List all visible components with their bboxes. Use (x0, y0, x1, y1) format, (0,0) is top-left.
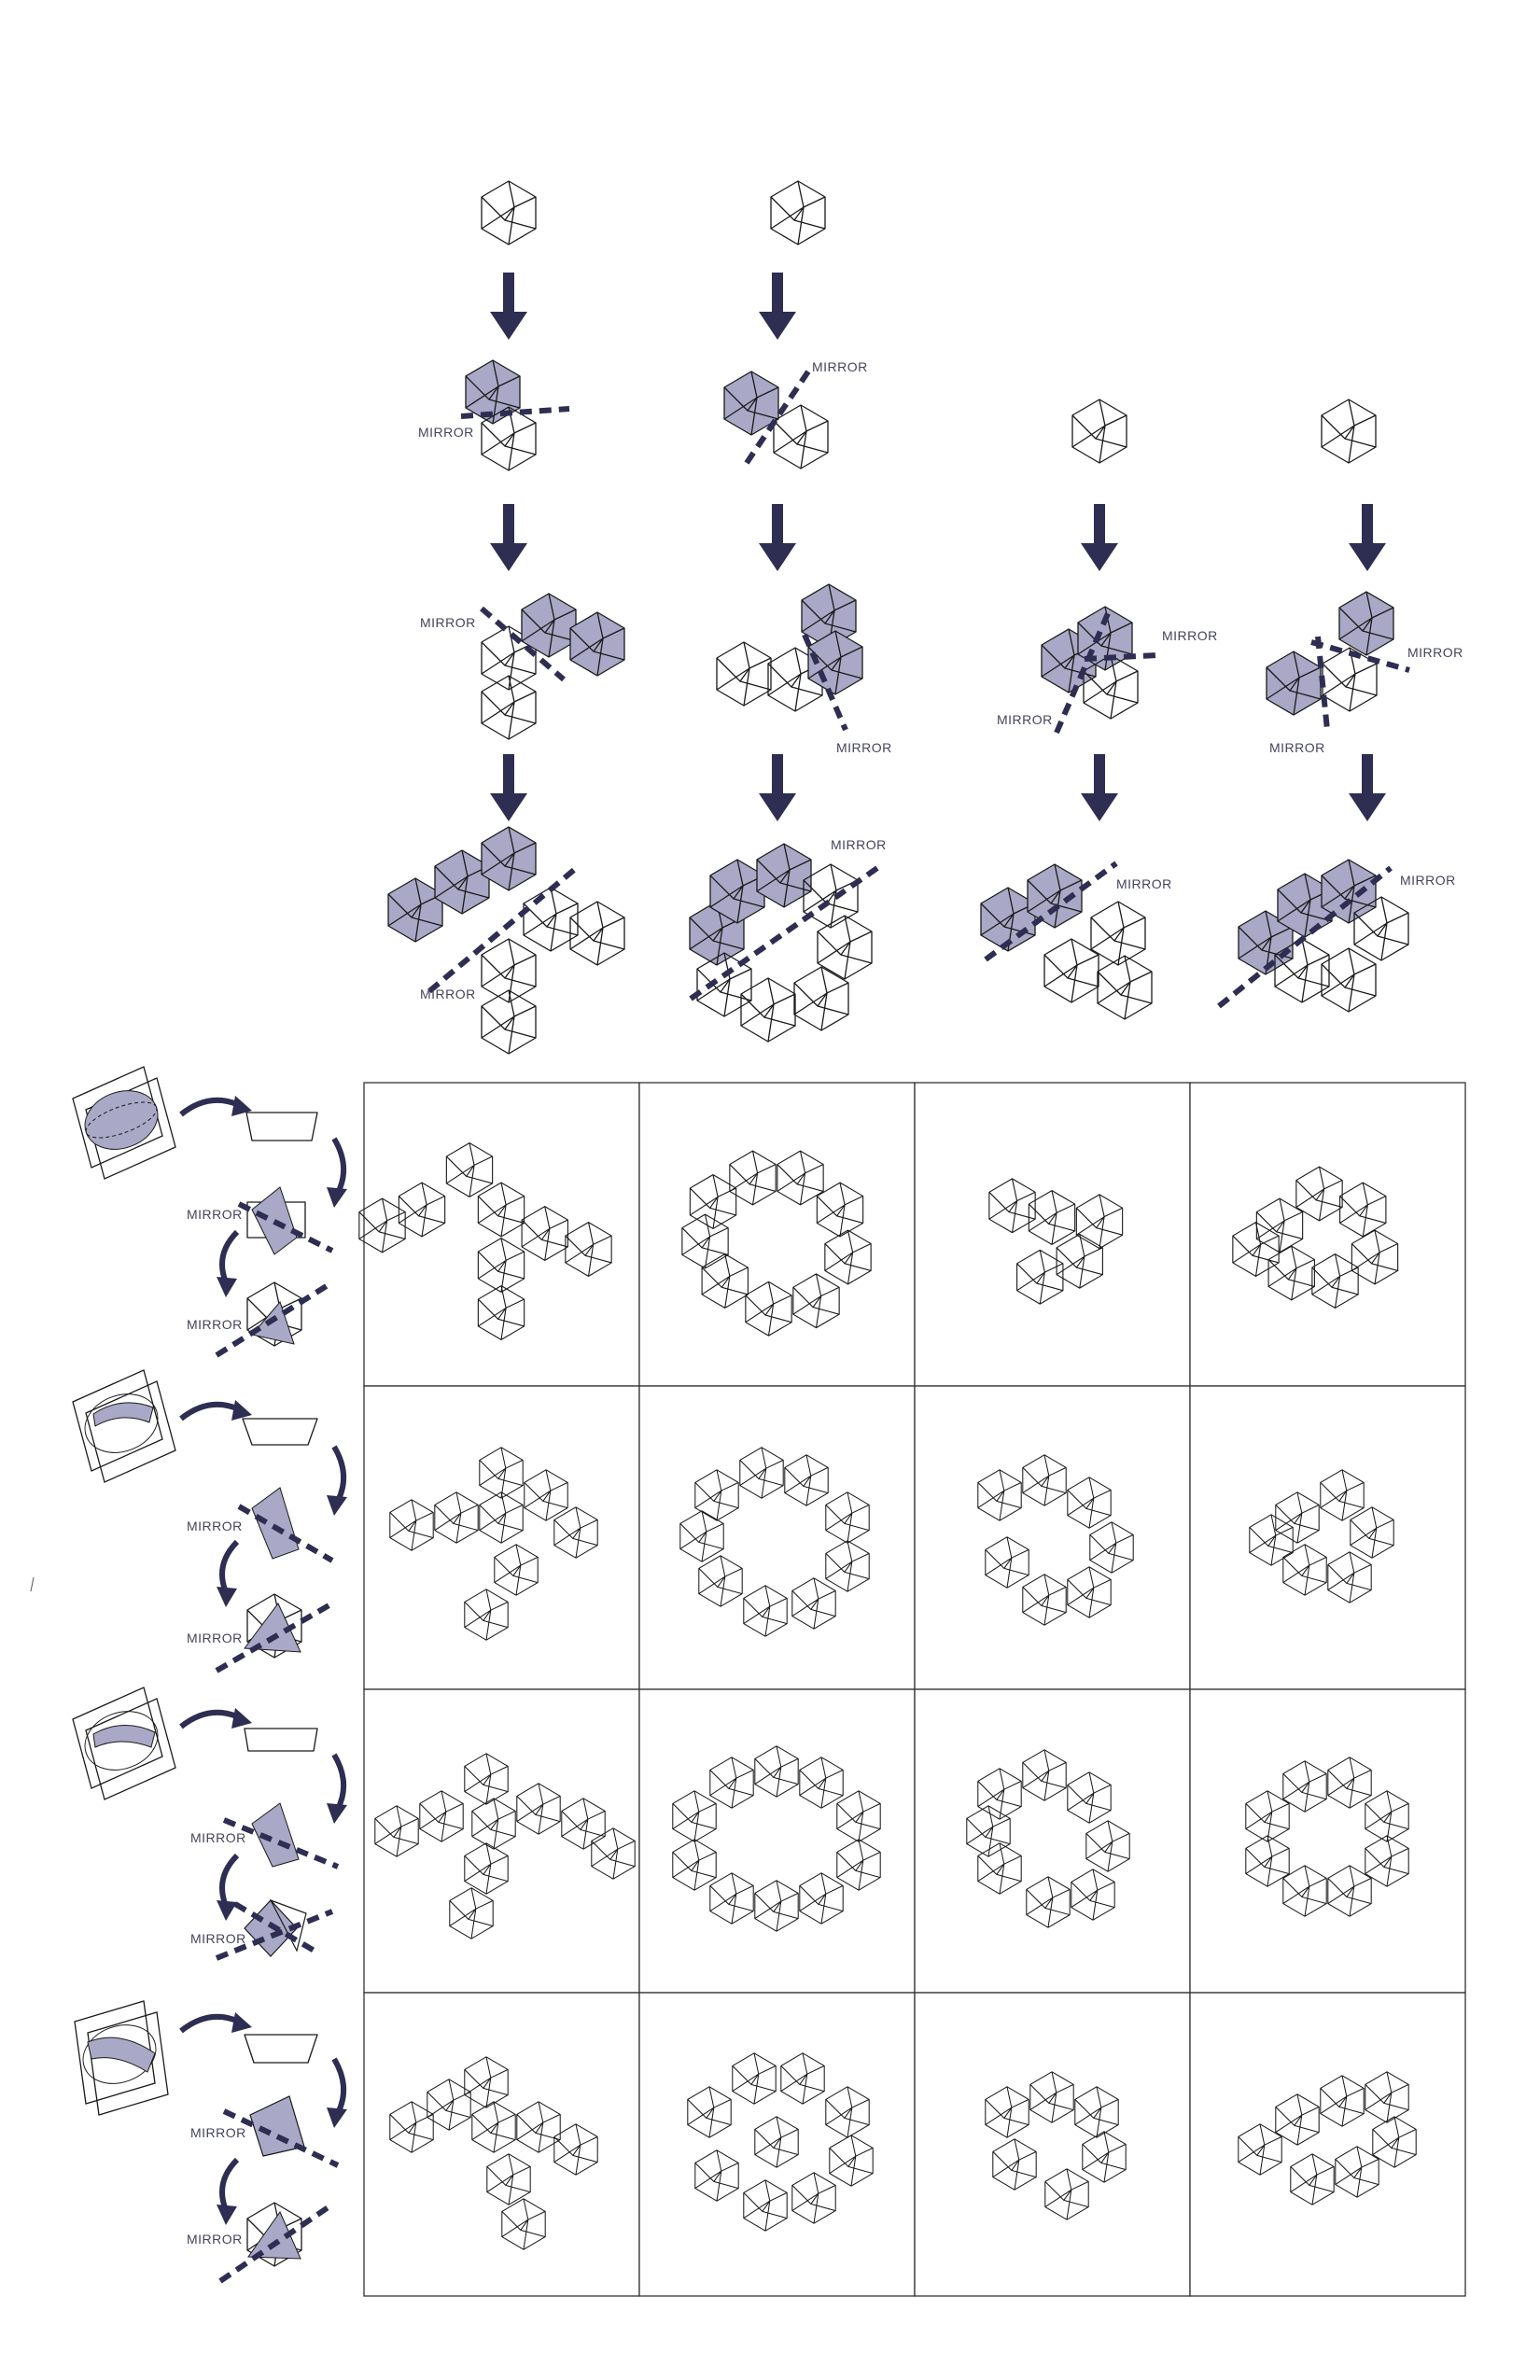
mirror-line (460, 406, 570, 419)
mirror-line (1054, 609, 1112, 735)
side-diagram-1: MIRROR MIRROR (72, 1066, 347, 1358)
step-3: MIRROR MIRROR (997, 607, 1218, 735)
side-diagram-4: MIRROR MIRROR (74, 2000, 347, 2284)
step-4: MIRROR (981, 861, 1172, 1020)
grid-cell (914, 1688, 1191, 1994)
grid-cell (1189, 1992, 1466, 2297)
mirror-label: MIRROR (1162, 628, 1218, 643)
grid-cell (1189, 1385, 1466, 1690)
sequence-column-3: MIRROR MIRROR MIRROR (981, 399, 1218, 1020)
down-arrow (490, 273, 527, 340)
down-arrow (1349, 754, 1386, 821)
mirror-line (1084, 652, 1158, 662)
step-3: MIRROR MIRROR (1267, 592, 1463, 755)
grid-cell (914, 1385, 1191, 1690)
mirror-label: MIRROR (190, 1830, 246, 1845)
grid-cell (638, 1082, 916, 1387)
down-arrow (1081, 504, 1118, 571)
step-2: MIRROR (724, 359, 868, 469)
mirror-label: MIRROR (187, 1317, 243, 1332)
down-arrow (1349, 504, 1386, 571)
down-arrow (759, 754, 796, 821)
mirror-label: MIRROR (831, 837, 887, 852)
mirror-label: MIRROR (187, 2232, 243, 2247)
grid-cell (914, 1082, 1191, 1387)
mirror-label: MIRROR (812, 359, 868, 374)
mirror-label: MIRROR (187, 1631, 243, 1645)
down-arrow (759, 273, 796, 340)
step-3: MIRROR (420, 594, 624, 740)
mirror-line (480, 606, 566, 682)
step-3: MIRROR (716, 584, 892, 755)
sequence-column-2: MIRROR MIRROR MIRROR (689, 180, 892, 1043)
mirror-label: MIRROR (420, 987, 476, 1001)
mirror-label: MIRROR (190, 2125, 246, 2140)
grid-cell (363, 1992, 640, 2297)
mirror-label: MIRROR (418, 425, 474, 440)
grid-cell (638, 1688, 916, 1994)
mirror-label: MIRROR (1116, 876, 1172, 891)
mirror-label: MIRROR (187, 1207, 243, 1222)
side-diagram-3: MIRROR MIRROR (72, 1687, 347, 1961)
sequence-column-4: MIRROR MIRROR MIRROR (1217, 399, 1463, 1013)
grid-cell (363, 1688, 640, 1994)
mirror-label: MIRROR (187, 1519, 243, 1533)
mirror-line (1315, 636, 1330, 731)
sequence-column-1: MIRROR MIRROR MIRROR (388, 180, 625, 1055)
mirror-label: MIRROR (836, 740, 892, 755)
results-grid (358, 1082, 1466, 2297)
mirror-line (802, 633, 848, 732)
step-4: MIRROR (388, 827, 625, 1055)
mirror-line (427, 867, 576, 994)
grid-cell (1189, 1082, 1466, 1387)
side-diagram-2: MIRROR MIRROR (72, 1369, 347, 1673)
mirror-label: MIRROR (1400, 873, 1456, 888)
mirror-label: MIRROR (190, 1931, 246, 1946)
mirror-label: MIRROR (997, 712, 1053, 727)
mirror-label: MIRROR (420, 615, 476, 630)
step-2: MIRROR (418, 360, 570, 471)
step-4: MIRROR (1217, 860, 1456, 1013)
base-module (481, 180, 537, 245)
down-arrow (759, 504, 796, 571)
grid-cell (638, 1992, 916, 2297)
mirror-label: MIRROR (1407, 645, 1463, 660)
down-arrow (490, 504, 527, 571)
grid-cell (914, 1992, 1191, 2297)
mirror-line (1310, 639, 1410, 673)
mirror-line (984, 861, 1118, 962)
mirror-label: MIRROR (1269, 740, 1325, 755)
down-arrow (490, 754, 527, 821)
mirror-line (1217, 865, 1393, 1009)
base-module (1071, 399, 1127, 464)
grid-cell (1189, 1688, 1466, 1994)
step-4: MIRROR (689, 837, 887, 1043)
base-module (1321, 399, 1377, 464)
base-module (770, 180, 826, 245)
down-arrow (1081, 754, 1118, 821)
